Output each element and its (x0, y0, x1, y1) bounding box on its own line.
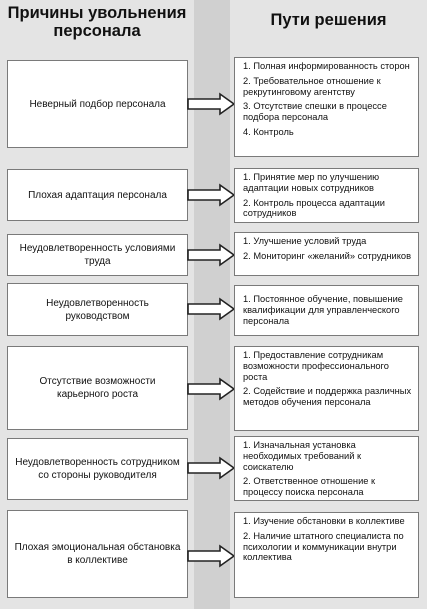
solution-item: 1. Полная информированность сторон (243, 61, 410, 71)
solution-item: 2. Содействие и поддержка различных мето… (243, 386, 412, 408)
cause-box-3: Неудовлетворенность условиями труда (7, 234, 188, 276)
solution-item: 2. Наличие штатного специалиста по психо… (243, 530, 404, 563)
solution-box-1: 1. Полная информированность сторон 2. Тр… (234, 57, 419, 157)
causes-header: Причины увольнения персонала (7, 4, 187, 40)
cause-box-5: Отсутствие возможности карьерного роста (7, 346, 188, 430)
solution-item: 1. Изначальная установка необходимых тре… (243, 440, 362, 472)
solution-item: 1. Постоянное обучение, повышение квалиф… (243, 294, 403, 326)
arrow-icon (187, 297, 236, 321)
solution-item: 2. Требовательное отношение к рекрутинго… (243, 75, 381, 97)
solution-item: 3. Отсутствие спешки в процессе подбора … (243, 101, 387, 123)
solution-item: 1. Принятие мер по улучшению адаптации н… (243, 172, 380, 193)
solution-item: 2. Ответственное отношение к процессу по… (243, 476, 376, 498)
solution-box-3: 1. Улучшение условий труда 2. Мониторинг… (234, 232, 419, 276)
solution-item: 1. Улучшение условий труда (243, 236, 367, 246)
arrow-icon (187, 183, 236, 207)
cause-box-4: Неудовлетворенность руководством (7, 283, 188, 336)
arrow-icon (187, 456, 236, 480)
arrow-icon (187, 92, 236, 116)
solution-box-4: 1. Постоянное обучение, повышение квалиф… (234, 285, 419, 336)
arrow-icon (187, 544, 236, 568)
solution-item: 2. Контроль процесса адаптации сотрудник… (243, 197, 385, 219)
cause-box-7: Плохая эмоциональная обстановка в коллек… (7, 510, 188, 598)
cause-box-1: Неверный подбор персонала (7, 60, 188, 148)
solution-box-5: 1. Предоставление сотрудникам возможност… (234, 346, 419, 431)
cause-box-2: Плохая адаптация персонала (7, 169, 188, 221)
solution-box-7: 1. Изучение обстановки в коллективе 2. Н… (234, 512, 419, 598)
solution-item: 1. Изучение обстановки в коллективе (243, 516, 405, 526)
solution-box-2: 1. Принятие мер по улучшению адаптации н… (234, 168, 419, 223)
solution-item: 1. Предоставление сотрудникам возможност… (243, 350, 389, 382)
solution-box-6: 1. Изначальная установка необходимых тре… (234, 436, 419, 501)
arrow-icon (187, 243, 236, 267)
solution-item: 4. Контроль (243, 126, 294, 137)
arrow-icon (187, 377, 236, 401)
solutions-header: Пути решения (270, 11, 387, 29)
cause-box-6: Неудовлетворенность сотрудником со сторо… (7, 438, 188, 500)
solution-item: 2. Мониторинг «желаний» сотрудников (243, 250, 412, 261)
